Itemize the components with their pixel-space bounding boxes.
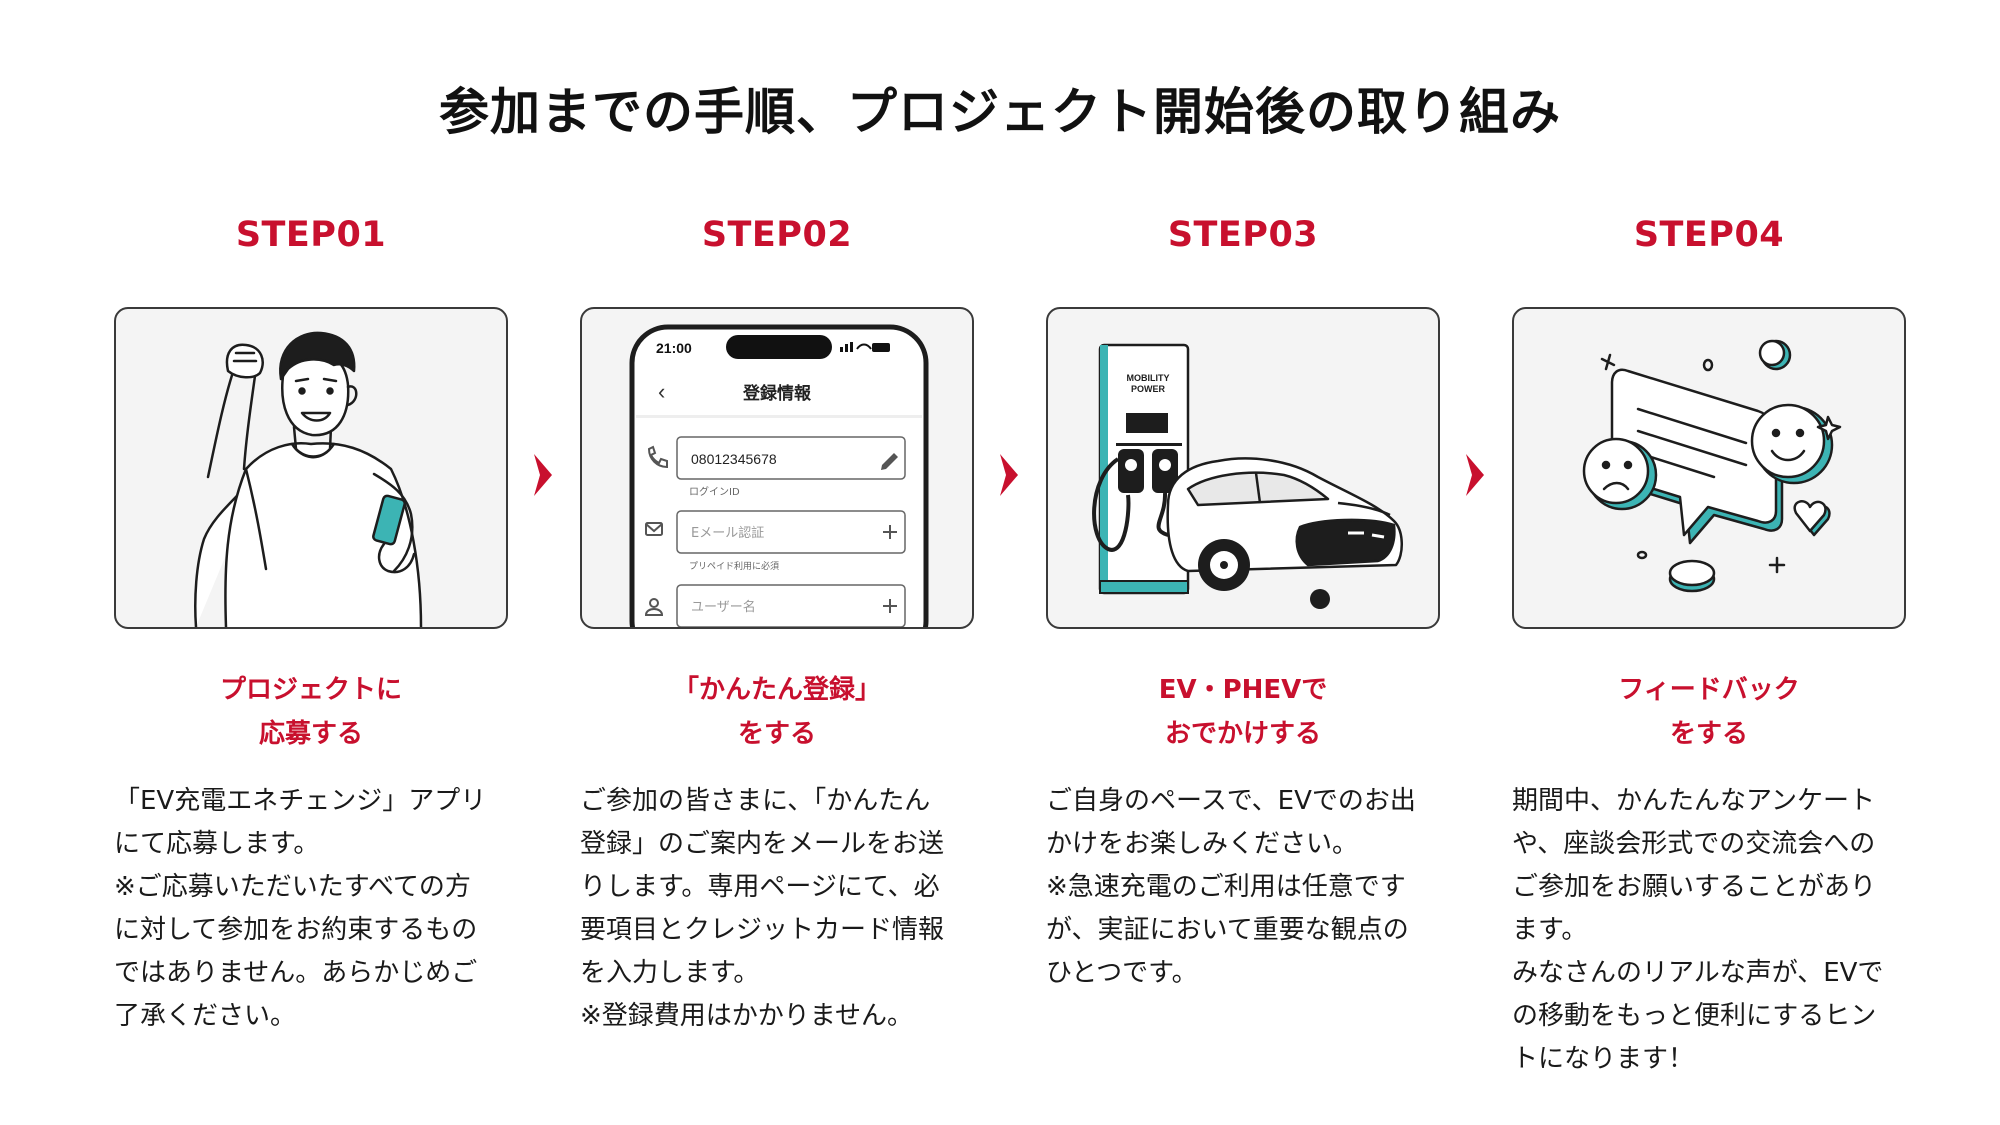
step-description: 期間中、かんたんなアンケート や、座談会形式での交流会への ご参加をお願いするこ… [1512,786,1884,1074]
svg-text:ユーザー名: ユーザー名 [691,599,756,615]
svg-text:Eメール認証: Eメール認証 [691,525,764,541]
ev-charger-and-car-illustration: MOBILITY POWER [1092,343,1403,609]
svg-text:MOBILITY: MOBILITY [1127,373,1170,383]
svg-text:‹: ‹ [658,379,665,404]
chevron-right-icon [1000,454,1018,496]
step-illustration-card [114,307,508,629]
step-heading: フィードバック をする [1618,675,1800,749]
step-label: STEP03 [1167,215,1319,255]
step-description: ご参加の皆さまに、「かんたん 登録」のご案内をメールをお送 りします。専用ページ… [580,786,945,1031]
step-description: 「EV充電エネチェンジ」アプリ にて応募します。 ※ご応募いただいたすべての方 … [114,786,487,1031]
svg-text:21:00: 21:00 [656,340,692,356]
step-illustration-card: 21:00 ‹ 登録情報 08012345678 ログインID Eメール認証 [580,307,974,629]
step-label: STEP01 [235,215,387,255]
step-label: STEP04 [1633,215,1785,255]
chevron-right-icon [1466,454,1484,496]
phone-registration-form-illustration: 21:00 ‹ 登録情報 08012345678 ログインID Eメール認証 [629,324,929,627]
step-illustration-card: MOBILITY POWER [1046,307,1440,629]
feedback-speech-bubble-illustration [1582,339,1842,593]
person-with-phone-illustration [194,331,423,627]
step-description: ご自身のペースで、EVでのお出 かけをお楽しみください。 ※急速充電のご利用は任… [1046,786,1416,988]
svg-text:登録情報: 登録情報 [742,383,812,404]
page-title: 参加までの手順、プロジェクト開始後の取り組み [439,83,1561,141]
svg-text:08012345678: 08012345678 [691,451,777,467]
step-label: STEP02 [701,215,853,255]
step-heading: プロジェクトに 応募する [219,675,402,749]
svg-text:POWER: POWER [1131,384,1166,394]
step-illustration-card [1512,307,1906,629]
step-heading: 「かんたん登録」 をする [672,675,881,749]
step-heading: EV・PHEVで おでかけする [1158,675,1328,749]
svg-text:プリペイド利用に必須: プリペイド利用に必須 [689,560,779,572]
chevron-right-icon [534,454,552,496]
svg-text:ログインID: ログインID [689,485,740,498]
